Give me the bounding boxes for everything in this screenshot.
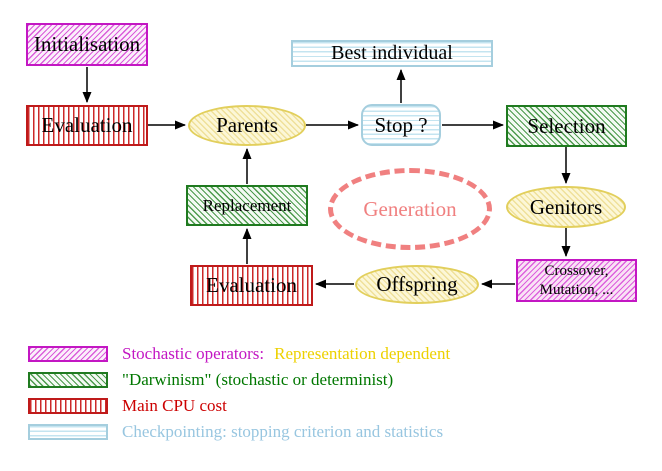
magenta-hatch-swatch: [28, 346, 108, 362]
legend-row-checkpointing: Checkpointing: stopping criterion and st…: [28, 422, 443, 442]
node-genitors: Genitors: [506, 186, 626, 228]
legend-text-representation-dependent: Representation dependent: [274, 344, 451, 363]
node-crossover-mutation: Crossover, Mutation, ...: [516, 259, 637, 302]
legend-row-darwinism: "Darwinism" (stochastic or determinist): [28, 370, 393, 390]
node-stop: Stop ?: [361, 104, 441, 146]
crossover-line1: Crossover,: [544, 262, 609, 279]
legend-text-stochastic-operators: Stochastic operators:: [122, 344, 265, 363]
node-offspring: Offspring: [355, 265, 479, 304]
legend-row-main-cpu-cost: Main CPU cost: [28, 396, 227, 416]
node-best-individual: Best individual: [291, 40, 493, 67]
node-selection: Selection: [506, 105, 627, 147]
legend-text-darwinism: "Darwinism" (stochastic or determinist): [122, 370, 394, 389]
node-replacement: Replacement: [186, 185, 308, 226]
red-stripes-swatch: [28, 398, 108, 414]
legend-row-stochastic-operators: Stochastic operators: Representation dep…: [28, 344, 450, 364]
node-evaluation-bottom: Evaluation: [190, 265, 313, 306]
node-generation: Generation: [328, 168, 492, 250]
green-hatch-swatch: [28, 372, 108, 388]
legend-text-checkpointing: Checkpointing: stopping criterion and st…: [122, 422, 444, 441]
node-parents: Parents: [188, 105, 306, 146]
node-evaluation-top: Evaluation: [26, 105, 148, 146]
node-initialisation: Initialisation: [26, 23, 148, 66]
legend-text-main-cpu-cost: Main CPU cost: [122, 396, 227, 415]
cyan-stripes-swatch: [28, 424, 108, 440]
crossover-line2: Mutation, ...: [539, 281, 614, 298]
